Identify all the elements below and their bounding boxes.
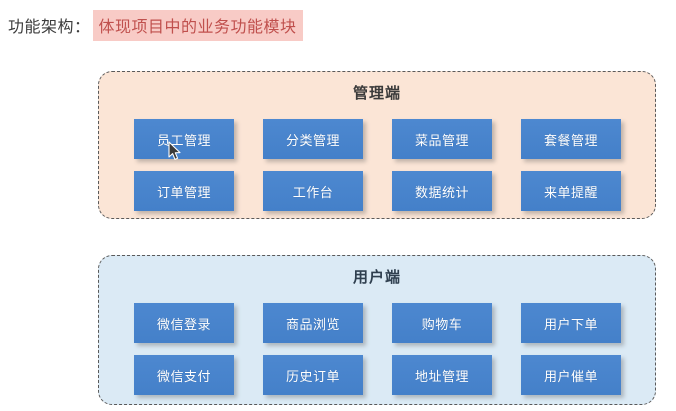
admin-panel: 管理端 员工管理 分类管理 菜品管理 套餐管理 订单管理 工作台 数据统计 来单… bbox=[98, 71, 656, 219]
admin-panel-title: 管理端 bbox=[352, 85, 401, 102]
user-panel: 用户端 微信登录 商品浏览 购物车 用户下单 微信支付 历史订单 地址管理 用户… bbox=[98, 255, 656, 405]
feature-button-wechat-pay[interactable]: 微信支付 bbox=[134, 355, 234, 395]
feature-button-employee-management[interactable]: 员工管理 bbox=[134, 119, 234, 159]
admin-button-grid: 员工管理 分类管理 菜品管理 套餐管理 订单管理 工作台 数据统计 来单提醒 bbox=[134, 119, 622, 211]
feature-button-order-reminder[interactable]: 来单提醒 bbox=[521, 171, 621, 211]
feature-button-category-management[interactable]: 分类管理 bbox=[263, 119, 363, 159]
feature-button-user-order-reminder[interactable]: 用户催单 bbox=[521, 355, 621, 395]
feature-button-product-browse[interactable]: 商品浏览 bbox=[263, 303, 363, 343]
feature-button-dish-management[interactable]: 菜品管理 bbox=[392, 119, 492, 159]
feature-button-data-statistics[interactable]: 数据统计 bbox=[392, 171, 492, 211]
feature-button-order-history[interactable]: 历史订单 bbox=[263, 355, 363, 395]
header-line: 功能架构： 体现项目中的业务功能模块 bbox=[8, 9, 303, 41]
header-highlight-text: 体现项目中的业务功能模块 bbox=[92, 9, 303, 41]
header-label: 功能架构： bbox=[8, 19, 91, 36]
feature-button-combo-management[interactable]: 套餐管理 bbox=[521, 119, 621, 159]
feature-button-wechat-login[interactable]: 微信登录 bbox=[134, 303, 234, 343]
user-panel-title: 用户端 bbox=[352, 269, 401, 286]
feature-button-shopping-cart[interactable]: 购物车 bbox=[392, 303, 492, 343]
feature-button-workbench[interactable]: 工作台 bbox=[263, 171, 363, 211]
feature-button-order-management[interactable]: 订单管理 bbox=[134, 171, 234, 211]
feature-button-address-management[interactable]: 地址管理 bbox=[392, 355, 492, 395]
feature-button-user-place-order[interactable]: 用户下单 bbox=[521, 303, 621, 343]
user-button-grid: 微信登录 商品浏览 购物车 用户下单 微信支付 历史订单 地址管理 用户催单 bbox=[134, 303, 622, 395]
